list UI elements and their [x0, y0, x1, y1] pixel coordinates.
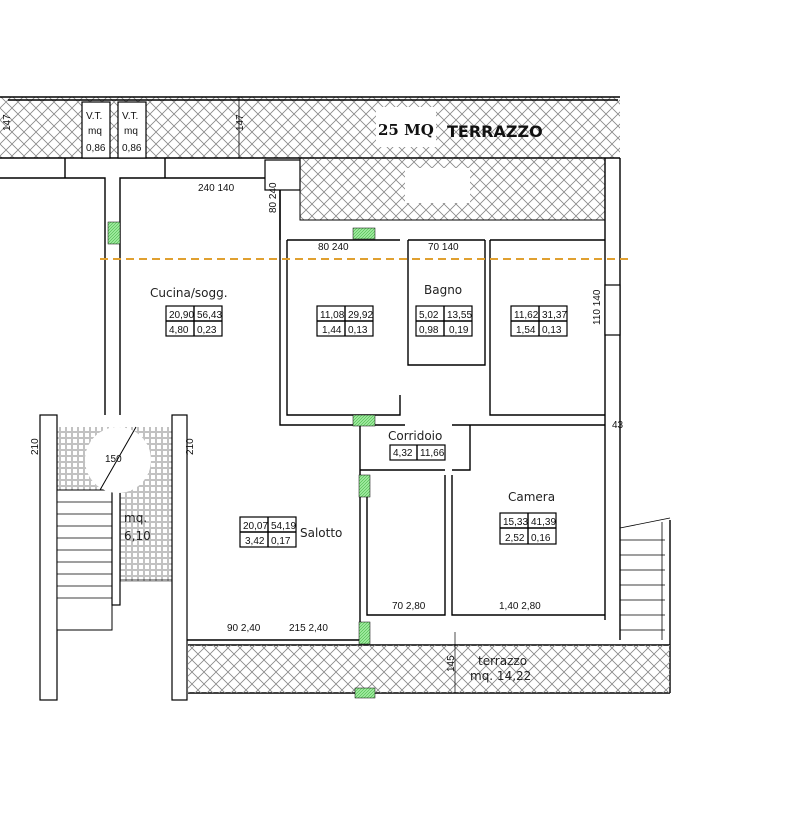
rooms-cucina-v-0: 20,90 [169, 310, 194, 321]
salotto-name: Salotto [300, 526, 342, 540]
stairwell: 150 mq. 6,10 210 210 [30, 414, 196, 701]
rooms-cucina-v-1: 56,43 [197, 310, 222, 321]
stair-area-label: mq. [124, 511, 147, 525]
openings-bagno_window: 70 140 [428, 242, 459, 253]
bottom-terrace-area: mq. 14,22 [470, 669, 531, 683]
bottom-terrace-label: terrazzo [478, 654, 527, 668]
vt_boxes-1-line2: mq [124, 126, 138, 137]
rooms-camera-v-1: 41,39 [531, 517, 556, 528]
vt_boxes-0-line3: 0,86 [86, 143, 106, 154]
rooms-corridoio-name: Corridoio [388, 429, 442, 443]
rooms-camera-v-3: 0,16 [531, 533, 551, 544]
rooms-room3-v-2: 1,54 [516, 325, 536, 336]
top-terrace-label: TERRAZZO [447, 122, 543, 141]
bagno-name: Bagno [424, 283, 462, 297]
vt-box-1: V.T. mq 0,86 [81, 101, 111, 159]
openings-closet_window: 70 2,80 [392, 601, 426, 612]
rooms-salotto-v-3: 0,17 [271, 536, 291, 547]
rooms-room1-v-2: 1,44 [322, 325, 342, 336]
openings-room3_window: 110 140 [592, 289, 603, 325]
vt_boxes-0-line2: mq [88, 126, 102, 137]
dim-left: 147 [2, 114, 13, 131]
rooms-corridoio-v-0: 4,32 [393, 448, 413, 459]
rooms-cucina-v-2: 4,80 [169, 325, 189, 336]
openings-salotto_window2: 215 2,40 [289, 623, 328, 634]
vt_boxes-1-line1: V.T. [122, 111, 138, 122]
rooms-corridoio-v-1: 11,66 [420, 448, 445, 459]
vt-box-2: V.T. mq 0,86 [117, 101, 147, 159]
openings-camera_window: 1,40 2,80 [499, 601, 541, 612]
stairwell-dim_left: 210 [30, 438, 41, 455]
rooms-camera-v-2: 2,52 [505, 533, 525, 544]
rooms-bagno-v-3: 0,19 [449, 325, 469, 336]
rooms-bagno-v-1: 13,55 [447, 310, 472, 321]
rooms-room3-v-0: 11,62 [514, 310, 539, 321]
rooms-cucina-v-3: 0,23 [197, 325, 217, 336]
bottom-terrace: 145 terrazzo mq. 14,22 [188, 632, 670, 693]
room-bagno: Bagno 5,02 13,55 0,98 0,19 [415, 283, 473, 337]
rooms-camera-name: Camera [508, 490, 555, 504]
top-terrace-area: 25 MQ [378, 121, 434, 139]
bottom_terrace-dim: 145 [446, 655, 457, 672]
windows [107, 221, 376, 699]
rooms-bagno-v-2: 0,98 [419, 325, 439, 336]
openings-side_window: 80 240 [268, 182, 279, 213]
exterior-stair [619, 517, 671, 640]
openings-salotto_window1: 90 2,40 [227, 623, 261, 634]
rooms-salotto-v-0: 20,07 [243, 521, 268, 532]
openings-wall_dim: 43 [612, 420, 624, 431]
rooms-room3-v-3: 0,13 [542, 325, 562, 336]
rooms-room1-v-1: 29,92 [348, 310, 373, 321]
rooms-salotto-v-2: 3,42 [245, 536, 265, 547]
openings-cucina_window: 240 140 [198, 183, 235, 194]
vt_boxes-1-line3: 0,86 [122, 143, 142, 154]
room-corridoio: Corridoio 4,32 11,66 [388, 429, 446, 461]
rooms-salotto-v-1: 54,19 [271, 521, 296, 532]
dim-right: 147 [235, 114, 246, 131]
stair-area: 6,10 [124, 529, 151, 543]
vt_boxes-0-line1: V.T. [86, 111, 102, 122]
rooms-room3-v-1: 31,37 [542, 310, 567, 321]
stairwell-dim_right: 210 [185, 438, 196, 455]
openings-room1_window: 80 240 [318, 242, 349, 253]
rooms-camera-v-0: 15,33 [503, 517, 528, 528]
rooms-bagno-v-0: 5,02 [419, 310, 439, 321]
rooms-cucina-name: Cucina/sogg. [150, 286, 228, 300]
rooms-room1-v-0: 11,08 [320, 310, 345, 321]
stair-diameter: 150 [105, 454, 122, 465]
opening-labels: 240 140 80 240 80 240 70 140 110 140 90 … [198, 182, 624, 634]
rooms-room1-v-3: 0,13 [348, 325, 368, 336]
